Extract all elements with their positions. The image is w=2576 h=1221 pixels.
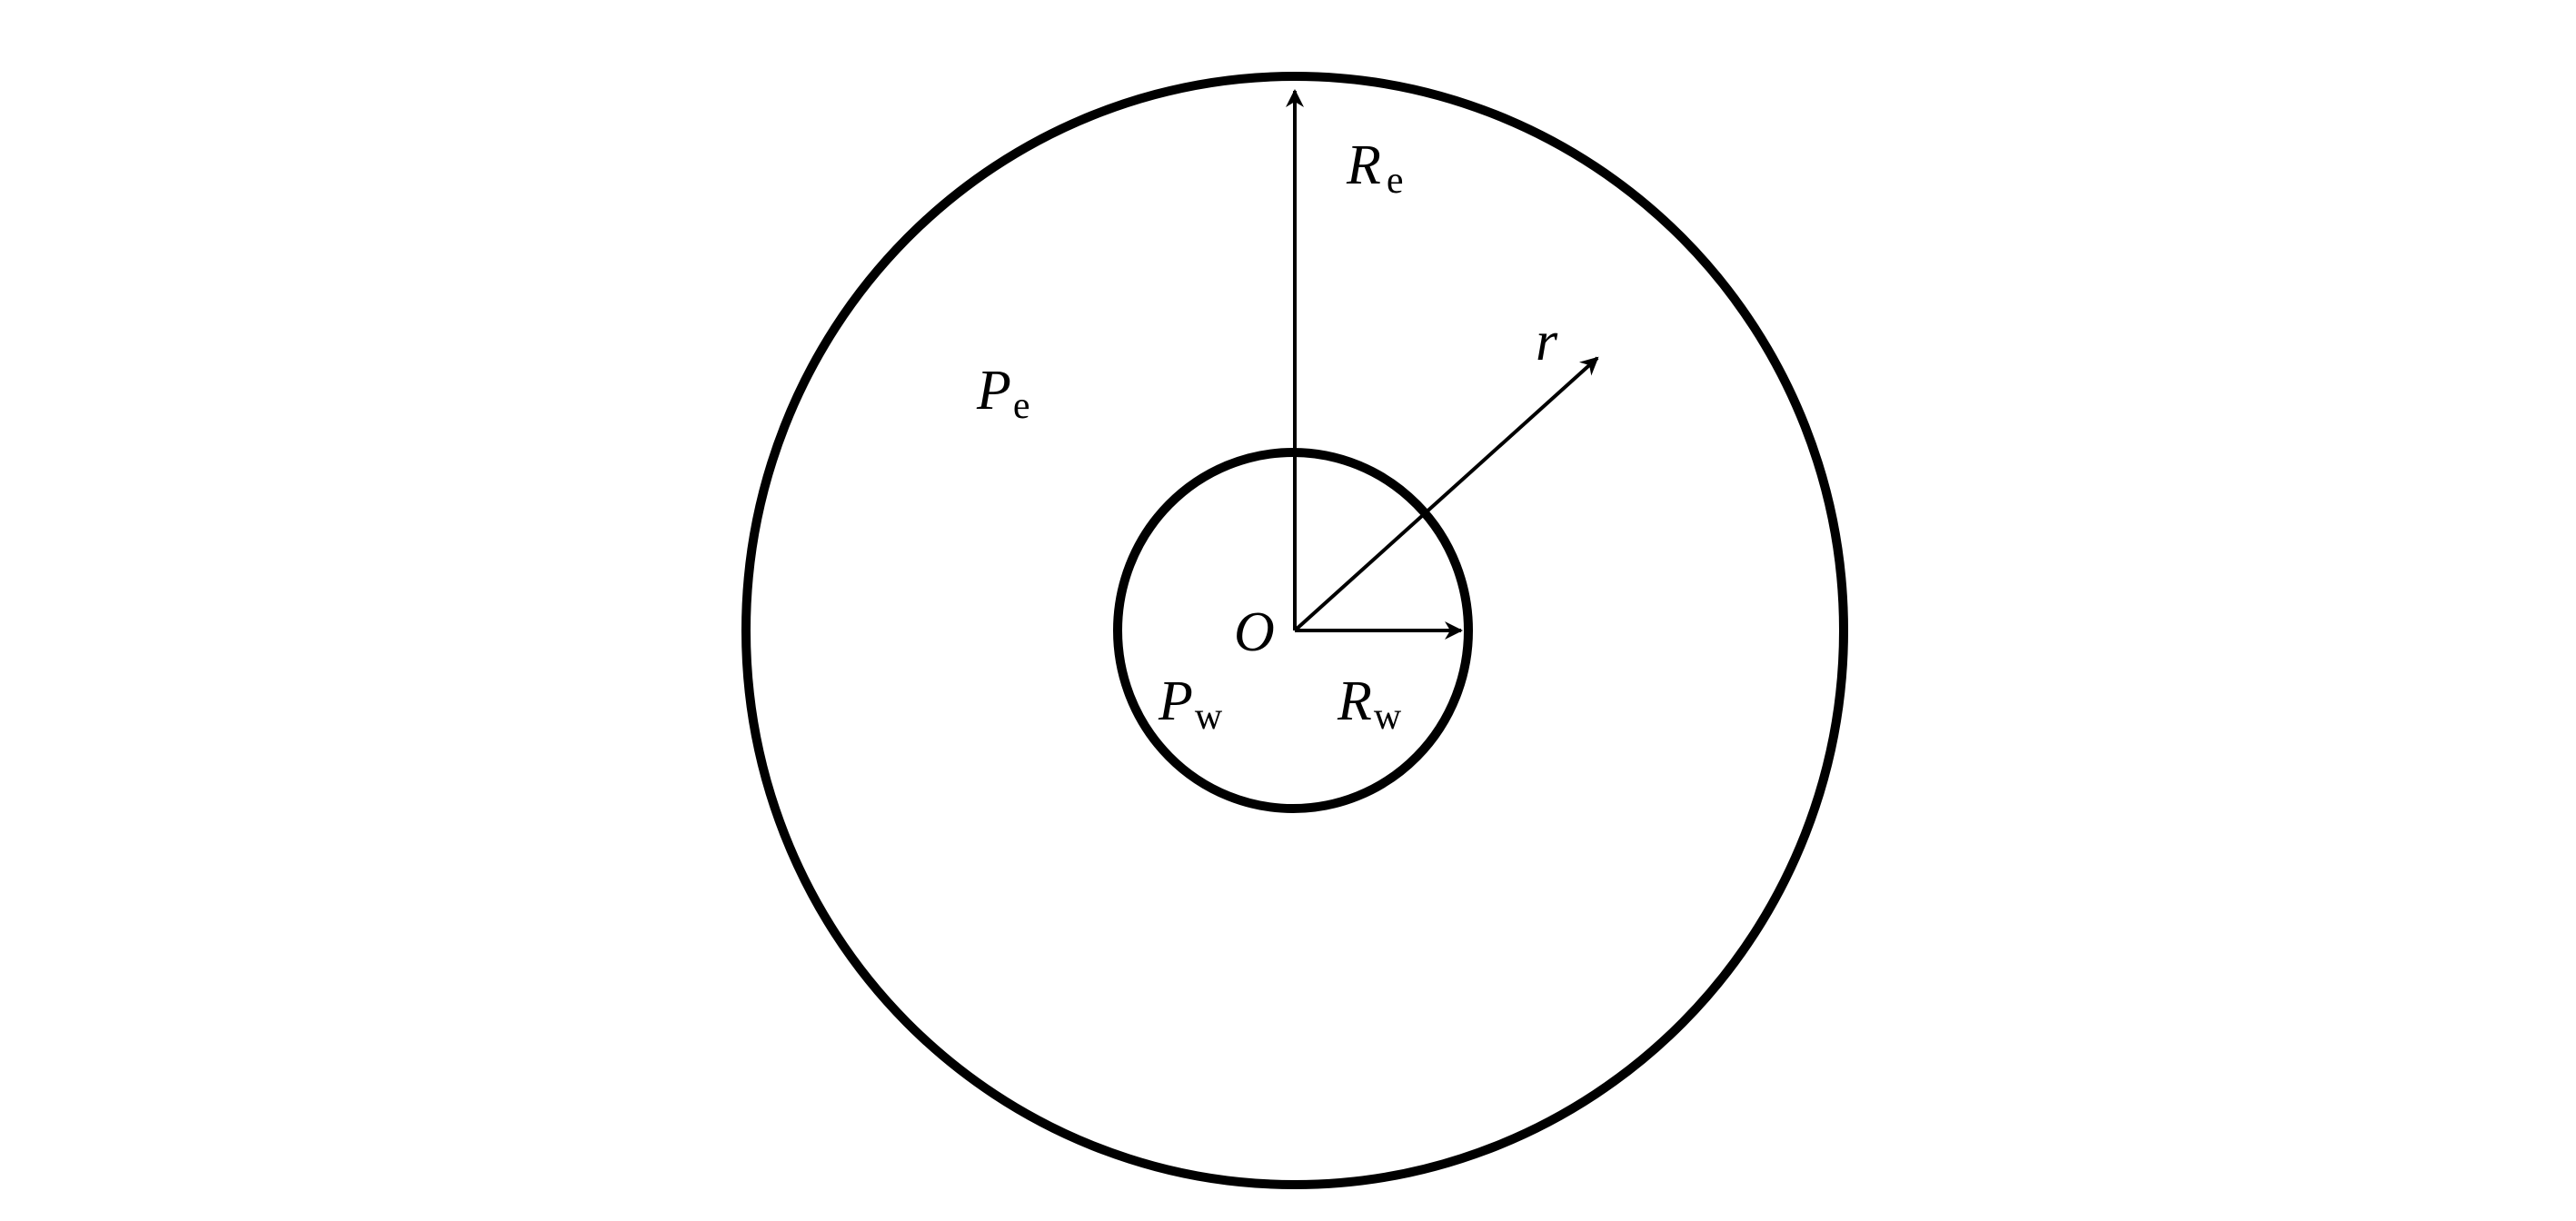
origin-label: O [1234,601,1275,663]
wellbore-pressure-label: Pw [1158,670,1223,738]
outer-pressure-label: Pe [976,360,1030,427]
wellbore-radius-label: Rw [1337,670,1402,738]
radial-coordinate-label: r [1536,311,1558,372]
radial-coordinate-arrow [1293,356,1599,632]
outer-boundary-circle [741,72,1848,1189]
